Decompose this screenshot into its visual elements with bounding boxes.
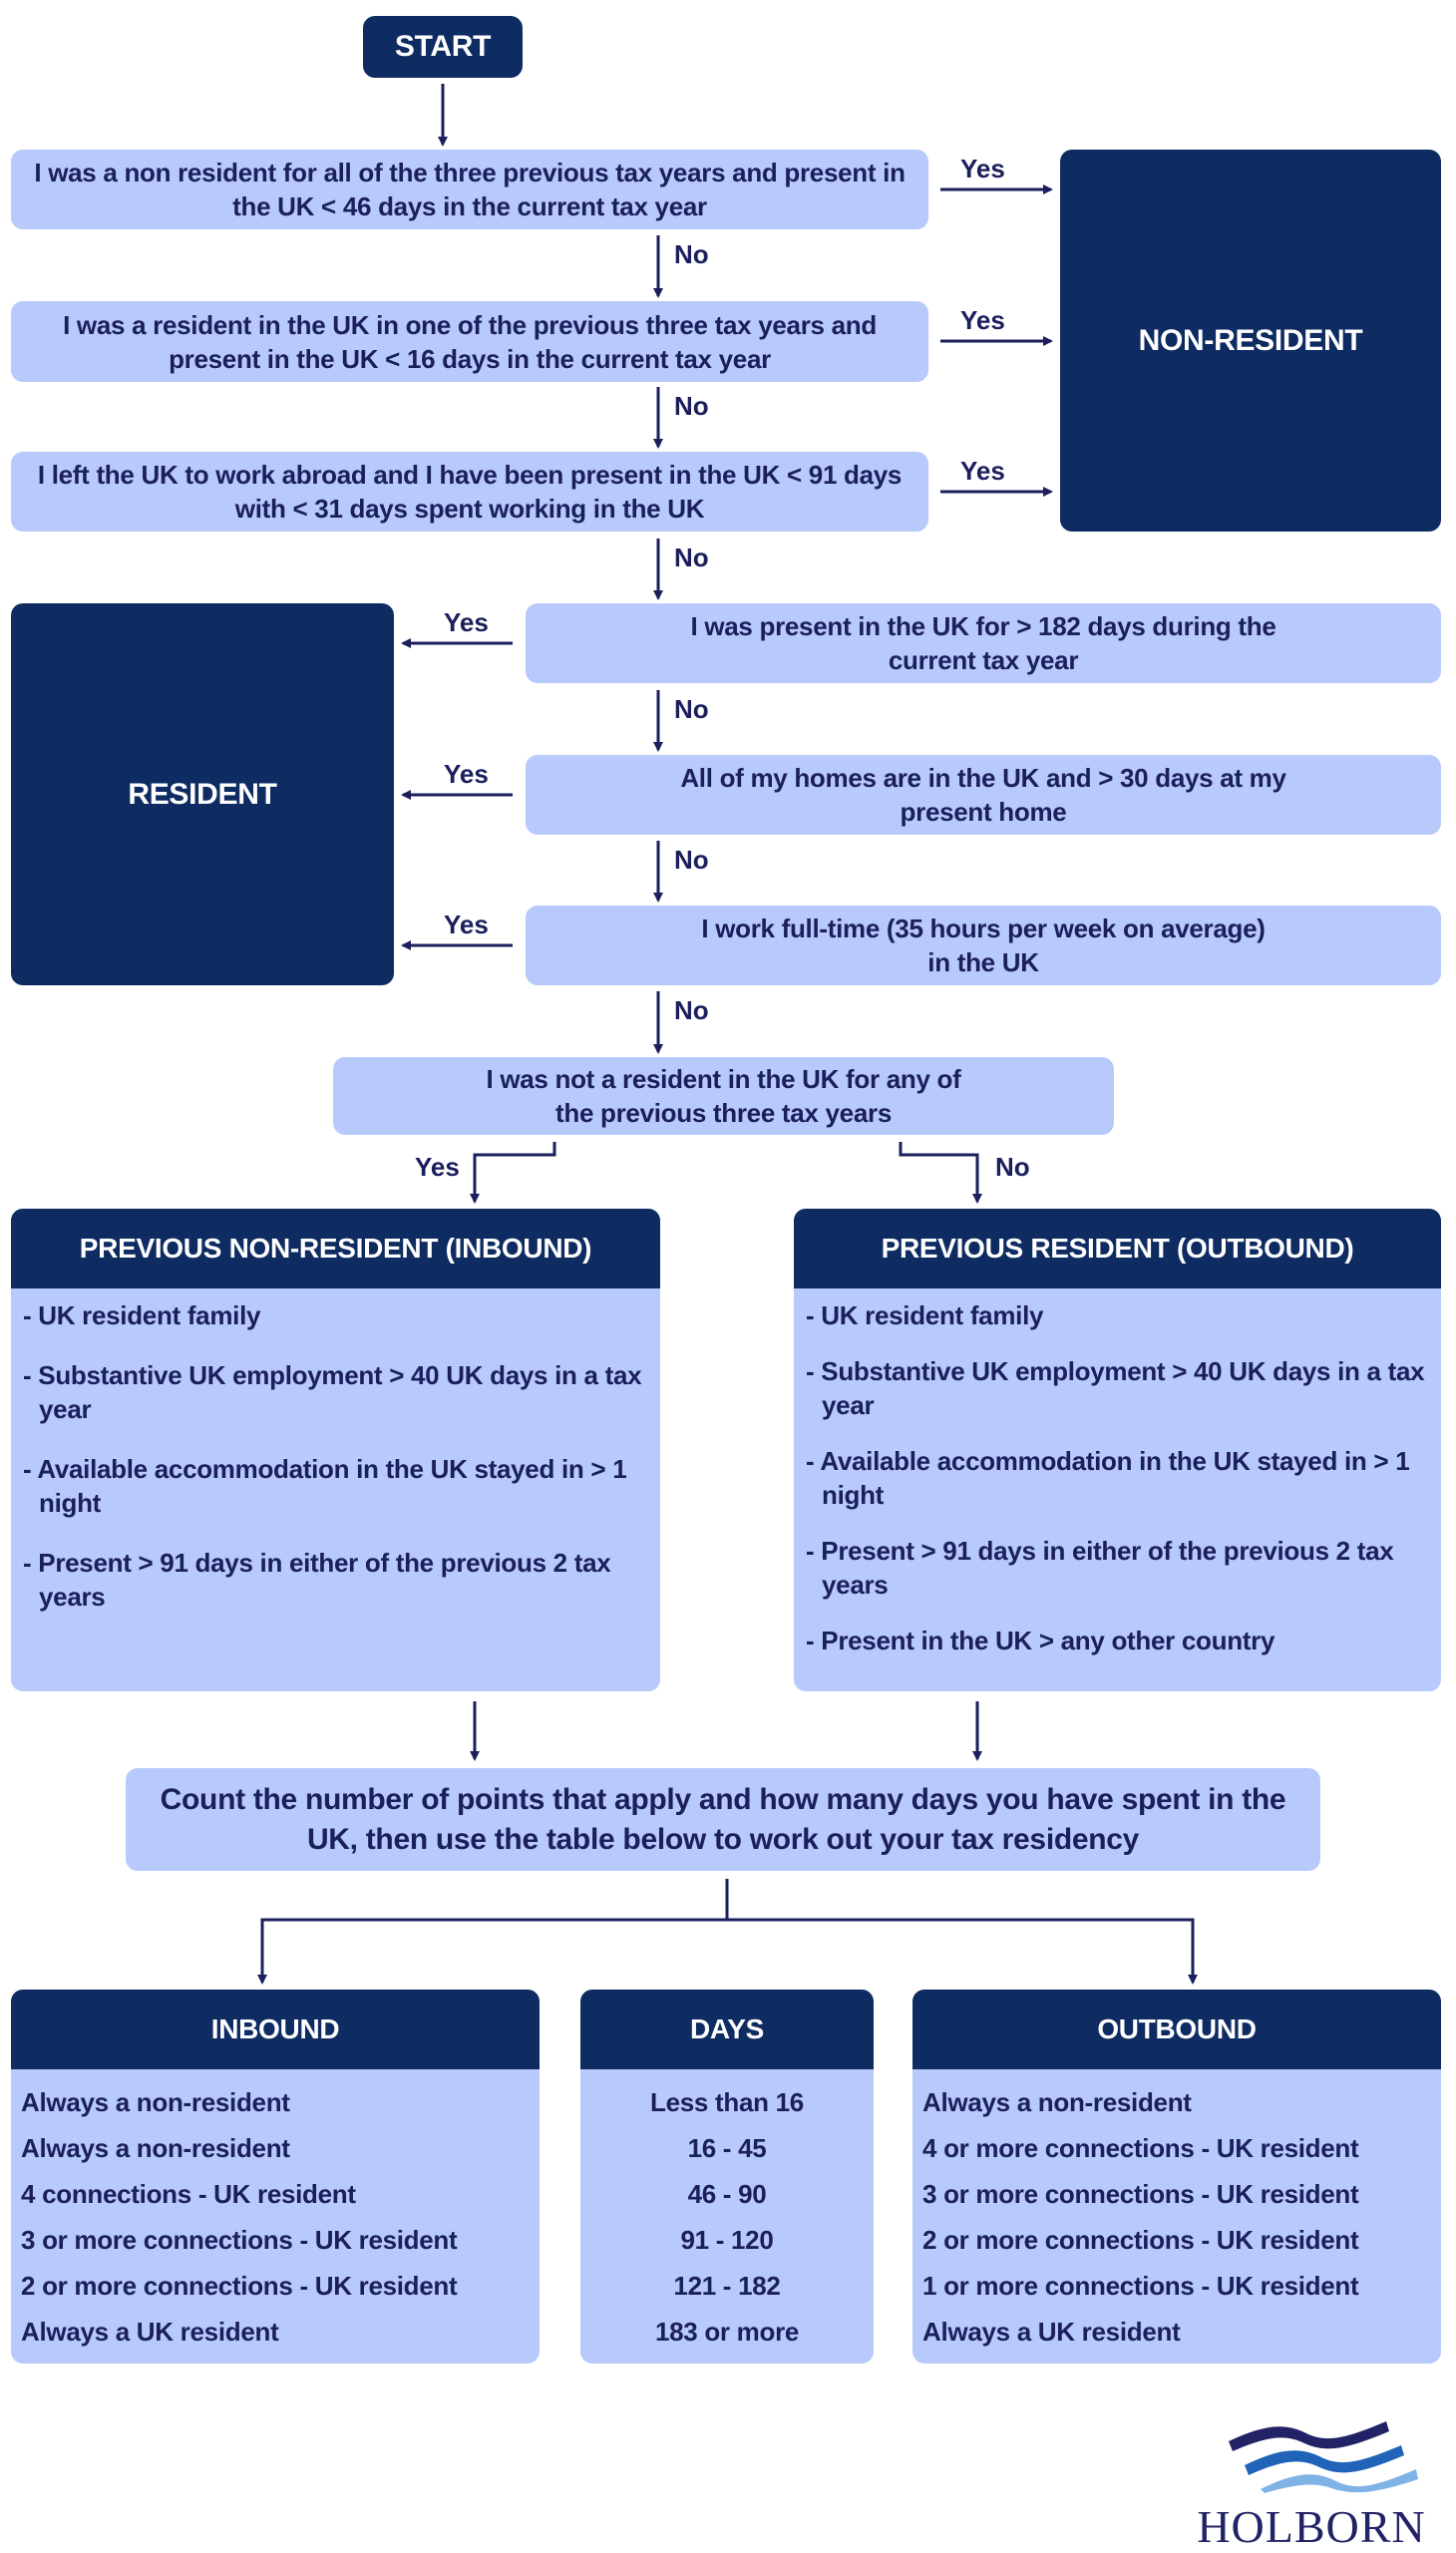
- outbound-table-row: Always a non-resident: [922, 2087, 1192, 2117]
- outbound-criterion: - Present > 91 days in either of the pre…: [806, 1536, 1394, 1600]
- yes-label: Yes: [444, 910, 489, 939]
- days-table-row: 91 - 120: [680, 2225, 774, 2255]
- no-label: No: [674, 845, 709, 875]
- outbound-table-row: 2 or more connections - UK resident: [922, 2225, 1359, 2255]
- outbound-table-header: OUTBOUND: [912, 1990, 1441, 2069]
- days-table-header: DAYS: [580, 1990, 874, 2069]
- arrow-count-outbound-table: [727, 1918, 1198, 1985]
- outbound-table-row: 3 or more connections - UK resident: [922, 2179, 1359, 2209]
- yes-label: Yes: [415, 1152, 460, 1182]
- no-label: No: [995, 1152, 1030, 1182]
- outbound-panel: PREVIOUS RESIDENT (OUTBOUND) - UK reside…: [794, 1209, 1441, 1691]
- outcome-non-resident: NON-RESIDENT: [1060, 150, 1441, 532]
- question-2: I was a resident in the UK in one of the…: [11, 301, 928, 382]
- outbound-table-row: Always a UK resident: [922, 2317, 1181, 2347]
- yes-label: Yes: [960, 305, 1005, 335]
- no-label: No: [674, 694, 709, 724]
- start-node: START: [363, 16, 523, 78]
- days-table-row: Less than 16: [650, 2087, 804, 2117]
- days-table-row: 46 - 90: [687, 2179, 767, 2209]
- yes-label: Yes: [960, 154, 1005, 183]
- inbound-table-row: Always a non-resident: [21, 2087, 290, 2117]
- no-label: No: [674, 391, 709, 421]
- no-label: No: [674, 995, 709, 1025]
- days-table-row: 121 - 182: [673, 2271, 781, 2301]
- holborn-wordmark: HOLBORN: [1197, 2501, 1426, 2552]
- arrow-q7-yes: [470, 1142, 556, 1204]
- count-instruction: Count the number of points that apply an…: [126, 1768, 1320, 1871]
- inbound-table: INBOUND Always a non-resident Always a n…: [11, 1990, 540, 2364]
- outbound-panel-title: PREVIOUS RESIDENT (OUTBOUND): [794, 1209, 1441, 1288]
- days-table-row: 16 - 45: [687, 2133, 767, 2163]
- outbound-criterion: - Present in the UK > any other country: [806, 1626, 1275, 1655]
- outcome-resident: RESIDENT: [11, 603, 394, 985]
- yes-label: Yes: [444, 607, 489, 637]
- arrow-q7-no: [899, 1142, 982, 1204]
- question-3: I left the UK to work abroad and I have …: [11, 452, 928, 532]
- inbound-table-row: 3 or more connections - UK resident: [21, 2225, 458, 2255]
- outbound-criterion: - UK resident family: [806, 1300, 1044, 1330]
- question-7: I was not a resident in the UK for any o…: [333, 1057, 1114, 1135]
- question-1: I was a non resident for all of the thre…: [11, 150, 928, 229]
- yes-label: Yes: [960, 456, 1005, 486]
- inbound-panel-title: PREVIOUS NON-RESIDENT (INBOUND): [11, 1209, 660, 1288]
- outbound-table: OUTBOUND Always a non-resident 4 or more…: [912, 1990, 1441, 2364]
- outbound-criterion: - Substantive UK employment > 40 UK days…: [806, 1356, 1425, 1420]
- no-label: No: [674, 239, 709, 269]
- waves-logo-icon: [1229, 2421, 1418, 2493]
- inbound-criterion: - Available accommodation in the UK stay…: [23, 1454, 627, 1518]
- question-4: I was present in the UK for > 182 days d…: [526, 603, 1441, 683]
- days-table-row: 183 or more: [654, 2317, 800, 2347]
- inbound-criterion: - Present > 91 days in either of the pre…: [23, 1548, 611, 1612]
- inbound-table-row: 2 or more connections - UK resident: [21, 2271, 458, 2301]
- outbound-table-row: 1 or more connections - UK resident: [922, 2271, 1359, 2301]
- question-5: All of my homes are in the UK and > 30 d…: [526, 755, 1441, 835]
- arrow-count-inbound-table: [257, 1879, 729, 1985]
- outbound-table-row: 4 or more connections - UK resident: [922, 2133, 1359, 2163]
- days-table: DAYS Less than 16 16 - 45 46 - 90 91 - 1…: [580, 1990, 874, 2364]
- inbound-table-row: 4 connections - UK resident: [21, 2179, 356, 2209]
- inbound-criterion: - Substantive UK employment > 40 UK days…: [23, 1360, 642, 1424]
- inbound-panel: PREVIOUS NON-RESIDENT (INBOUND) - UK res…: [11, 1209, 660, 1691]
- yes-label: Yes: [444, 759, 489, 789]
- question-6: I work full-time (35 hours per week on a…: [526, 906, 1441, 985]
- inbound-criterion: - UK resident family: [23, 1300, 261, 1330]
- holborn-logo: HOLBORN: [1187, 2383, 1436, 2552]
- inbound-table-row: Always a non-resident: [21, 2133, 290, 2163]
- no-label: No: [674, 543, 709, 572]
- outbound-criterion: - Available accommodation in the UK stay…: [806, 1446, 1410, 1510]
- inbound-table-header: INBOUND: [11, 1990, 540, 2069]
- inbound-table-row: Always a UK resident: [21, 2317, 279, 2347]
